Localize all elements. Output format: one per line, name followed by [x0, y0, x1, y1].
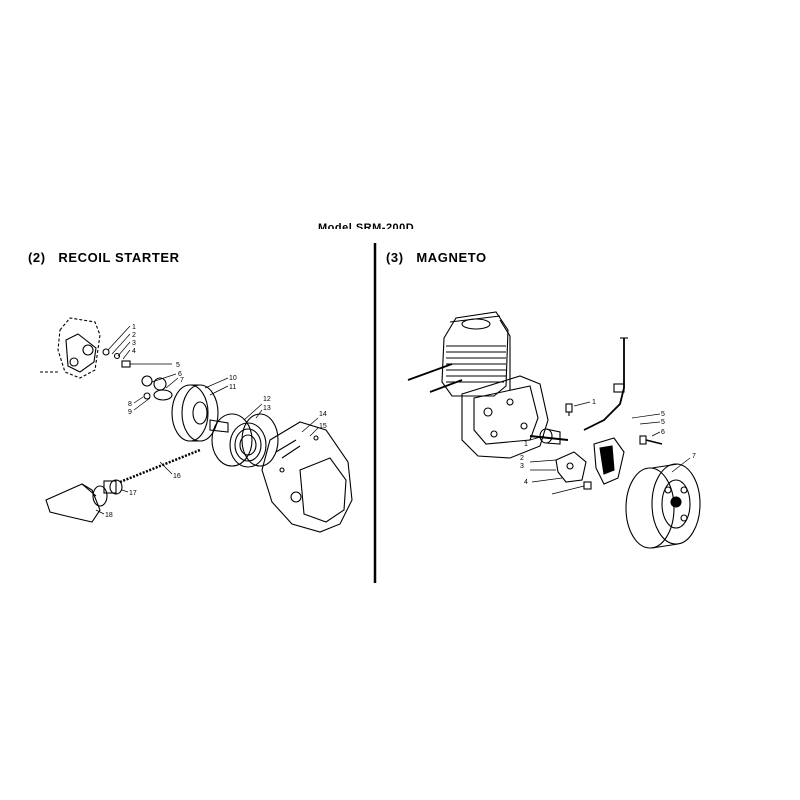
starter-case — [261, 421, 353, 533]
coil-bolts — [639, 435, 663, 445]
callout-rs-13: 13 — [263, 405, 271, 412]
magneto-callouts: 1 1 2 3 4 5 5 6 7 — [520, 399, 696, 486]
flywheel — [625, 463, 701, 549]
callout-rs-18: 18 — [105, 512, 113, 519]
callout-rs-15: 15 — [319, 423, 327, 430]
callout-rs-16: 16 — [173, 473, 181, 480]
screw-top — [565, 403, 573, 416]
callout-rs-11: 11 — [229, 384, 236, 391]
callout-mg-4: 4 — [524, 479, 528, 486]
through-bolts — [407, 363, 463, 393]
callout-rs-5: 5 — [176, 362, 180, 369]
starter-reel — [171, 384, 229, 442]
pawl-assembly — [65, 333, 121, 373]
recoil-starter-callouts: 1 2 3 4 5 6 7 8 9 10 11 12 13 14 15 16 1… — [105, 324, 327, 519]
callout-mg-3: 3 — [520, 463, 524, 470]
callout-rs-1: 1 — [132, 324, 136, 331]
callout-rs-4: 4 — [132, 348, 136, 355]
callout-rs-10: 10 — [229, 375, 237, 382]
recoil-starter-heading: (2) RECOIL STARTER — [28, 250, 180, 265]
callout-mg-2: 2 — [520, 455, 524, 462]
engine-crankcase — [461, 375, 549, 459]
magneto-drawing — [407, 311, 701, 549]
magneto-index: (3) — [386, 250, 404, 265]
starter-handle — [45, 483, 108, 523]
callout-mg-5b: 5 — [661, 419, 665, 426]
callout-rs-3: 3 — [132, 340, 136, 347]
callout-rs-8: 8 — [128, 401, 132, 408]
callout-mg-1a: 1 — [592, 399, 596, 406]
callout-rs-9: 9 — [128, 409, 132, 416]
page-title-cropped: Model SRM-200D — [318, 222, 415, 229]
callout-rs-14: 14 — [319, 411, 327, 418]
callout-mg-5a: 5 — [661, 411, 665, 418]
screw-lower — [583, 481, 592, 490]
callout-rs-6: 6 — [178, 371, 182, 378]
magneto-heading: (3) MAGNETO — [386, 250, 487, 265]
bolt-part — [121, 360, 172, 368]
recoil-spring — [229, 413, 279, 468]
condenser — [539, 428, 561, 445]
engine-outline-partial — [40, 317, 101, 379]
spring-plate — [211, 413, 253, 467]
callout-rs-17: 17 — [129, 490, 137, 497]
ignition-coil — [593, 437, 625, 485]
washer-set — [141, 375, 173, 401]
magneto-title: MAGNETO — [416, 250, 487, 265]
recoil-starter-drawing — [40, 317, 353, 533]
callout-mg-6: 6 — [661, 429, 665, 436]
starter-rope — [119, 448, 201, 484]
recoil-starter-index: (2) — [28, 250, 46, 265]
callout-mg-7: 7 — [692, 453, 696, 460]
crankshaft — [529, 435, 569, 441]
callout-mg-1b: 1 — [524, 441, 528, 448]
plug-lead — [583, 337, 628, 431]
contact-breaker — [555, 451, 587, 483]
callout-rs-2: 2 — [132, 332, 136, 339]
callout-rs-7: 7 — [180, 377, 184, 384]
rope-bushing — [103, 479, 123, 495]
callout-rs-12: 12 — [263, 396, 271, 403]
recoil-starter-title: RECOIL STARTER — [58, 250, 180, 265]
